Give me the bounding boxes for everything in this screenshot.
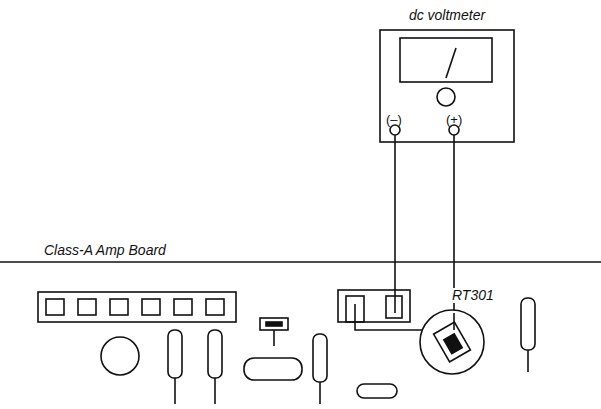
thermistor-outline (420, 310, 484, 374)
resistor-symbol (168, 298, 535, 404)
meter-knob (437, 88, 455, 106)
thermistor-body (434, 322, 471, 362)
capacitor-symbol (101, 337, 139, 375)
connector-slot (386, 296, 402, 318)
meter-needle (446, 48, 456, 78)
board-edge (0, 261, 601, 263)
instrument-title: dc voltmeter (380, 8, 514, 23)
meter-window (400, 38, 492, 82)
part-label: RT301 (452, 288, 494, 303)
voltmeter: dc voltmeter (–) (+) (380, 8, 514, 142)
diode-symbol (357, 384, 397, 398)
fuse-symbol (260, 318, 288, 346)
probe-wire (394, 135, 396, 313)
terminal-label: (+) (446, 113, 462, 127)
terminal-label: (–) (386, 113, 402, 127)
probe-wire (355, 135, 454, 330)
board-label: Class-A Amp Board (44, 243, 166, 258)
meter-case (380, 30, 514, 142)
header-pins (46, 299, 224, 315)
header-strip (38, 292, 236, 322)
probe-wire (453, 313, 455, 330)
test-connector (338, 290, 410, 322)
capacitor-symbol (244, 358, 302, 380)
